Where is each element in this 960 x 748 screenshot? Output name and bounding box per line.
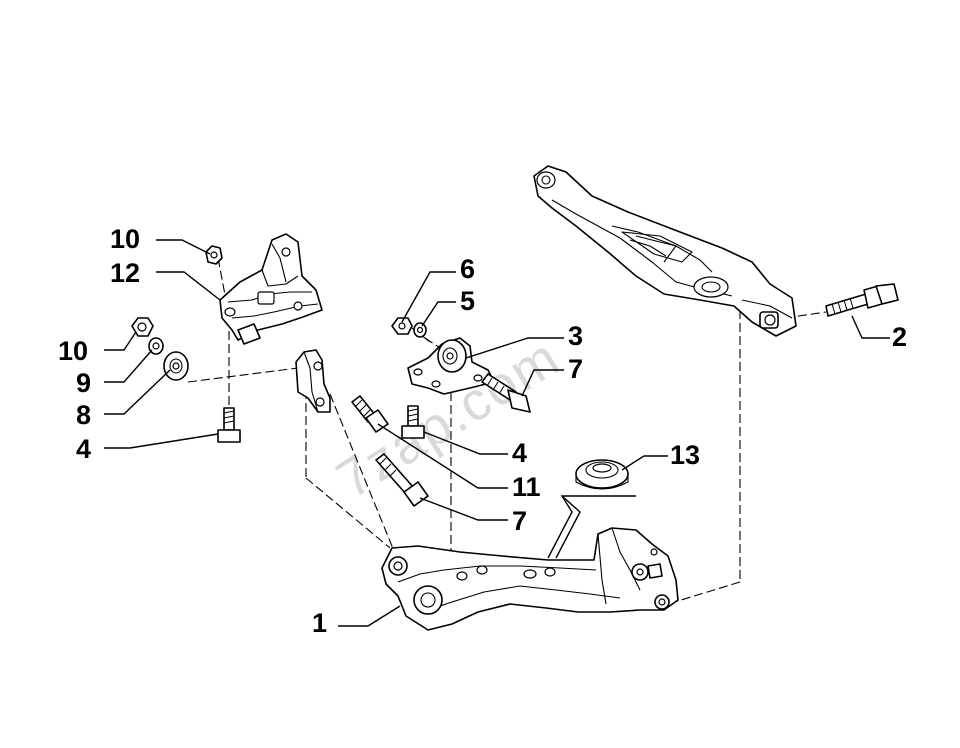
center-bracket [295, 349, 331, 413]
bolt-part-2 [825, 283, 899, 317]
callout-1: 1 [312, 608, 327, 638]
screw-part-4-left [217, 407, 241, 443]
rubber-pad-part-13 [575, 459, 629, 490]
callout-12: 12 [110, 258, 140, 288]
callout-10-lower: 10 [58, 336, 88, 366]
callout-5: 5 [460, 286, 475, 316]
callout-9: 9 [76, 368, 91, 398]
mounting-bracket [219, 233, 323, 345]
callout-7-lower: 7 [512, 506, 527, 536]
washer-part-5 [413, 322, 427, 338]
callout-6: 6 [460, 254, 475, 284]
callout-11: 11 [512, 472, 541, 502]
callout-2: 2 [892, 322, 907, 352]
leader-lines [104, 239, 890, 627]
lower-control-arm [533, 165, 797, 337]
bushing-bracket-part-3 [407, 337, 495, 395]
subframe-part-1 [381, 527, 679, 631]
callout-labels: 10 12 10 9 8 4 6 5 3 7 4 11 7 13 1 2 [58, 224, 907, 638]
callout-13: 13 [670, 440, 700, 470]
callout-8: 8 [76, 400, 91, 430]
nut-part-10-upper [205, 245, 223, 265]
washer-part-9 [148, 337, 164, 355]
callout-10-upper: 10 [110, 224, 140, 254]
callout-3: 3 [568, 321, 583, 351]
bushing-part-8 [163, 351, 189, 381]
nut-part-6 [391, 317, 413, 335]
callout-4-left: 4 [76, 434, 91, 464]
bolt-part-7-upper [481, 373, 531, 413]
screw-part-4-center [401, 405, 425, 439]
nut-part-10-lower [131, 317, 154, 337]
callout-7-upper: 7 [568, 354, 583, 384]
bolt-part-7-lower [375, 453, 429, 507]
callout-4-center: 4 [512, 438, 527, 468]
